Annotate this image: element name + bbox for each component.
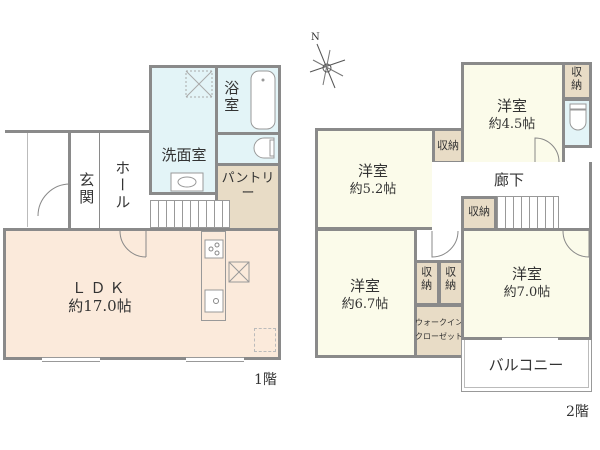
sink-icon <box>204 289 224 313</box>
compass-north-label: N <box>311 32 320 43</box>
floor-1-label: 1階 <box>254 372 277 388</box>
pantry-label: パントリー <box>221 171 275 201</box>
ldk-size: 約17.0帖 <box>68 297 132 315</box>
ldk-door-icon <box>119 230 147 258</box>
bathtub-icon <box>250 70 276 130</box>
storage-center-right-label: 収納 <box>443 266 457 292</box>
toilet-icon <box>253 137 275 159</box>
western-7-0-size: 約7.0帖 <box>503 285 551 300</box>
storage-top-right-label: 収納 <box>569 66 583 92</box>
storage-stairs-label: 収納 <box>468 205 490 218</box>
western-5-2-size: 約5.2帖 <box>349 182 397 197</box>
ldk-name: ＬＤＫ <box>71 279 129 297</box>
storage-stairs <box>461 196 497 230</box>
fridge-icon <box>228 261 250 283</box>
room-ldk <box>3 228 281 360</box>
storage-mid <box>432 128 464 164</box>
entrance-door-icon <box>37 183 71 217</box>
ldk-window-1 <box>42 357 100 362</box>
porch-line <box>27 133 28 227</box>
bath-label: 浴室 <box>222 80 241 114</box>
hall-label: ホール <box>113 160 132 211</box>
appliance-space <box>254 328 276 352</box>
stairs-1f <box>150 200 230 228</box>
compass-icon: N <box>309 32 346 89</box>
room-entrance <box>68 130 102 228</box>
door-icon-7-0 <box>562 230 590 258</box>
floor-2-label: 2階 <box>566 404 589 420</box>
western-4-5-name: 洋室 <box>496 97 527 115</box>
storage-center-left-label: 収納 <box>419 266 433 292</box>
room-western-7-0 <box>461 228 592 340</box>
western-6-7-name: 洋室 <box>349 277 380 295</box>
room-western-5-2 <box>315 128 435 230</box>
walk-in-closet-line1: ウォークイン <box>415 318 463 327</box>
balcony-inner <box>464 340 589 388</box>
porch <box>5 130 70 227</box>
stove-icon <box>204 239 224 259</box>
walk-in-closet <box>414 304 464 358</box>
stairs-2f <box>497 196 559 230</box>
western-5-2-name: 洋室 <box>357 162 388 180</box>
shower-box-icon <box>185 70 213 98</box>
entrance-label: 玄関 <box>77 172 96 206</box>
door-icon-6-7 <box>431 230 459 258</box>
door-icon-4-5 <box>534 137 560 163</box>
western-4-5-size: 約4.5帖 <box>488 117 536 132</box>
balcony <box>461 340 592 392</box>
western-7-0-name: 洋室 <box>511 265 542 283</box>
washroom-label: 洗面室 <box>161 146 207 164</box>
room-western-6-7 <box>315 228 417 358</box>
walk-in-closet-line2: クローゼット <box>415 332 463 341</box>
storage-mid-label: 収納 <box>437 139 459 152</box>
corridor-label: 廊下 <box>493 171 524 189</box>
toilet-2f-icon <box>569 103 587 131</box>
room-hall <box>100 130 152 228</box>
storage-center-right <box>438 260 464 306</box>
washbasin-icon <box>170 172 204 192</box>
western-6-7-size: 約6.7帖 <box>341 297 389 312</box>
balcony-label: バルコニー <box>488 356 564 374</box>
ldk-window-2 <box>186 357 244 362</box>
